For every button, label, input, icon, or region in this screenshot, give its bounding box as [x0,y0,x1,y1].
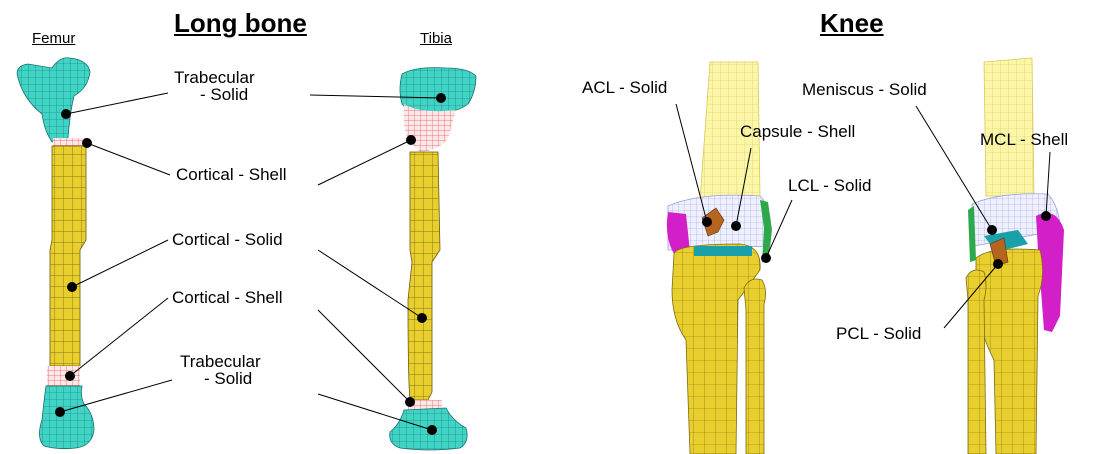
knee1-fibula [744,279,766,454]
leader-meniscus [916,106,992,230]
leader-femur-trab-top [66,93,168,114]
dot-femur-cort-solid [67,282,77,292]
leader-femur-shell-bottom [70,298,168,376]
knee-title: Knee [820,8,884,39]
dot-meniscus [987,225,997,235]
dot-mcl [1041,211,1051,221]
dot-femur-shell-top [82,138,92,148]
tibia-trabecular-top [400,68,476,114]
dot-tibia-shell-top [406,135,416,145]
pcl-label: PCL - Solid [836,326,921,342]
dot-femur-trab-bottom [55,407,65,417]
femur-model [17,58,94,449]
cortical-shell-top-label: Cortical - Shell [176,167,287,183]
dot-femur-shell-bottom [65,371,75,381]
cortical-shell-bottom-label: Cortical - Shell [172,290,283,306]
lcl-label: LCL - Solid [788,178,871,194]
long-bone-title: Long bone [174,8,307,39]
tibia-label: Tibia [420,30,452,47]
tibia-model [390,68,476,450]
femur-trabecular-top [17,58,90,142]
dot-capsule [731,221,741,231]
tibia-cortical-shaft [408,152,440,400]
mcl-label: MCL - Shell [980,132,1068,148]
dot-tibia-shell-bottom [405,397,415,407]
capsule-label: Capsule - Shell [740,124,855,140]
trabecular-bottom-label-line2: - Solid [204,371,252,386]
cortical-solid-label: Cortical - Solid [172,232,283,248]
femur-trabecular-bottom [39,386,94,449]
leader-tibia-shell-top [318,140,411,185]
trabecular-bottom-label-line1: Trabecular [180,354,261,369]
knee-model-left [667,62,772,454]
dot-lcl [761,253,771,263]
trabecular-top-label-line2: - Solid [200,87,248,102]
acl-label: ACL - Solid [582,80,667,96]
femur-cortical-shaft [50,146,86,366]
dot-tibia-cort-solid [417,313,427,323]
dot-pcl [993,259,1003,269]
leader-tibia-shell-bottom [318,310,410,402]
leader-femur-shell-top [87,143,170,175]
leader-tibia-cort-solid [318,250,422,318]
dot-acl [702,217,712,227]
leader-femur-cort-solid [72,240,168,287]
femur-shell-bottom [47,366,80,388]
dot-tibia-trab-bottom [427,425,437,435]
knee1-meniscus [694,246,752,256]
meniscus-label: Meniscus - Solid [802,82,927,98]
knee2-femur-shaft [984,58,1034,196]
knee-model-right [966,58,1064,454]
dot-femur-trab-top [61,109,71,119]
trabecular-top-label-line1: Trabecular [174,70,255,85]
femur-label: Femur [32,30,75,47]
dot-tibia-trab-top [436,93,446,103]
